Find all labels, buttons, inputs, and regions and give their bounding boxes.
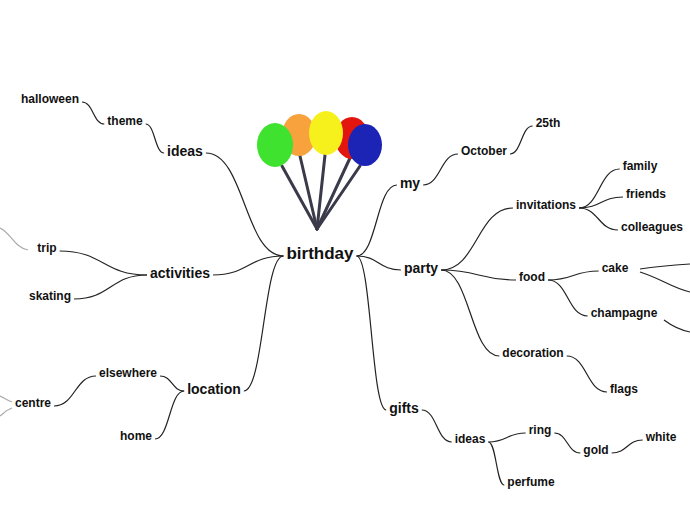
topic-text: theme [107, 114, 142, 128]
branch-line [244, 256, 284, 391]
topic-label: cake [600, 261, 631, 277]
topic-text: ring [529, 423, 552, 437]
topic-label: decoration [500, 346, 565, 362]
topic-text: perfume [507, 475, 554, 489]
topic-label: party [402, 259, 440, 277]
topic-label: gifts [387, 399, 421, 417]
branch-line [423, 154, 458, 185]
central-topic: birthday [284, 243, 355, 265]
branch-line [612, 440, 643, 453]
branch-line [82, 102, 104, 124]
topic-label: my [398, 174, 422, 192]
branch-line [488, 442, 504, 485]
topic-text: flags [610, 382, 638, 396]
topic-text: colleagues [621, 220, 683, 234]
topic-label: activities [148, 264, 212, 282]
topic-text: family [623, 159, 658, 173]
topic-text: gifts [389, 400, 419, 416]
topic-label: ring [527, 423, 554, 439]
topic-text: centre [15, 396, 51, 410]
branch-line [60, 251, 147, 275]
topic-label: centre [13, 396, 53, 412]
topic-text: October [461, 144, 507, 158]
topic-text: 25th [536, 116, 561, 130]
topic-label: perfume [505, 475, 556, 491]
topic-text: friends [626, 187, 666, 201]
topic-text: invitations [516, 198, 576, 212]
topic-label: flags [608, 382, 640, 398]
branch-line [441, 270, 499, 356]
topic-label: family [621, 159, 660, 175]
topic-label: theme [105, 114, 144, 130]
topic-label: food [517, 270, 547, 286]
topic-label: gold [581, 443, 610, 459]
topic-label: halloween [19, 92, 81, 108]
branch-line [488, 433, 525, 442]
branch-line [579, 197, 623, 208]
topic-text: my [400, 175, 420, 191]
topic-text: location [187, 381, 241, 397]
branch-line [357, 256, 387, 410]
branch-line [441, 208, 513, 270]
topic-label: elsewhere [97, 366, 159, 382]
branch-line [579, 169, 620, 208]
topic-label: invitations [514, 198, 578, 214]
topic-text: home [120, 429, 152, 443]
branch-line [548, 280, 588, 316]
topic-label: location [185, 380, 243, 398]
topic-text: activities [150, 265, 210, 281]
branch-line [155, 391, 184, 439]
topic-text: ideas [167, 143, 203, 159]
branch-line [206, 153, 284, 256]
branch-line [510, 126, 533, 154]
stray-branches [640, 264, 690, 332]
topic-text: decoration [502, 346, 563, 360]
balloon-strings [282, 155, 360, 229]
balloons [257, 111, 382, 167]
stray-branches [0, 228, 28, 416]
branch-line [554, 433, 580, 453]
topic-label: trip [35, 241, 58, 257]
topic-text: party [404, 260, 438, 276]
branch-line [579, 208, 618, 230]
branch-line [422, 410, 452, 442]
branch-line [146, 124, 164, 153]
topic-text: birthday [286, 244, 353, 263]
topic-text: halloween [21, 92, 79, 106]
branch-line [160, 376, 184, 391]
topic-text: food [519, 270, 545, 284]
topic-text: elsewhere [99, 366, 157, 380]
topic-label: champagne [589, 306, 660, 322]
topic-label: ideas [453, 432, 488, 448]
topic-text: gold [583, 443, 608, 457]
topic-text: ideas [455, 432, 486, 446]
topic-text: champagne [591, 306, 658, 320]
branch-line [74, 275, 147, 299]
topic-label: October [459, 144, 509, 160]
topic-text: skating [29, 289, 71, 303]
branch-line [548, 271, 599, 280]
topic-label: ideas [165, 142, 205, 160]
topic-label: 25th [534, 116, 563, 132]
topic-label: white [644, 430, 679, 446]
topic-label: skating [27, 289, 73, 305]
topic-label: colleagues [619, 220, 685, 236]
topic-text: cake [602, 261, 629, 275]
topic-text: white [646, 430, 677, 444]
branch-line [567, 356, 607, 392]
branch-line [54, 376, 96, 406]
branch-line [357, 185, 397, 256]
topic-label: home [118, 429, 154, 445]
topic-text: trip [37, 241, 56, 255]
topic-label: friends [624, 187, 668, 203]
